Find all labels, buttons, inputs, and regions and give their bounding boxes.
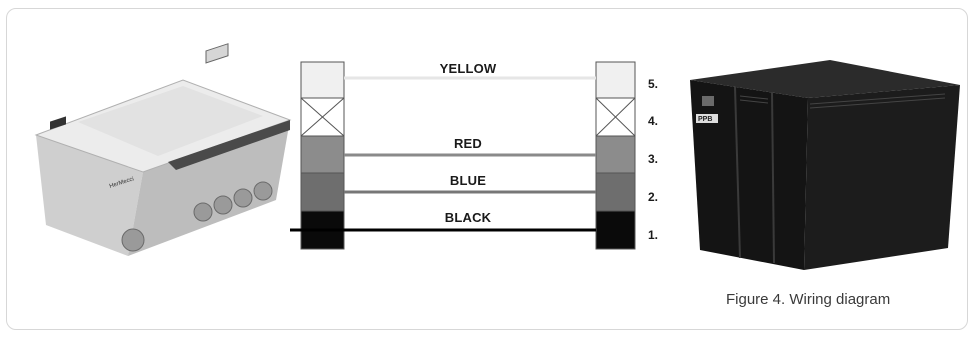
figure-caption: Figure 4. Wiring diagram — [726, 291, 891, 308]
pin-label-3: 3. — [648, 152, 659, 166]
wire-label-black: BLACK — [444, 210, 492, 225]
pin-label-2: 2. — [648, 190, 659, 204]
left-terminal-block — [300, 61, 345, 250]
brand-badge — [696, 114, 718, 123]
pin-label-1: 1. — [648, 228, 659, 242]
right-terminal-block — [595, 61, 636, 250]
wire-label-yellow: YELLOW — [439, 61, 497, 76]
pin-label-5: 5. — [648, 77, 659, 91]
cabinet-brand-text: PPB — [698, 116, 712, 123]
controller-device-image: HerMecci — [34, 43, 292, 256]
cabinet-device-image: PPB — [690, 60, 960, 270]
pin-label-4: 4. — [648, 114, 659, 128]
wire-label-blue: BLUE — [449, 173, 487, 188]
wire-label-red: RED — [453, 136, 483, 151]
